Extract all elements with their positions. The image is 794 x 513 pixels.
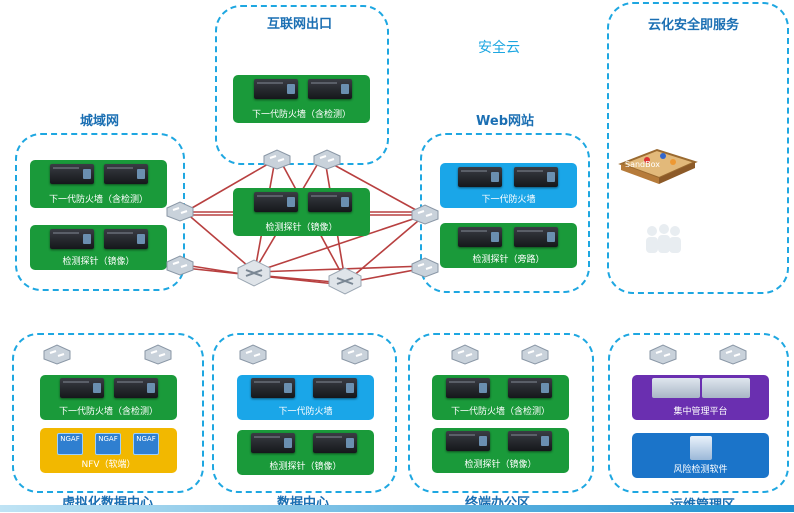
zone-data-center	[212, 333, 397, 493]
panel-label: 检测探针（镜像）	[265, 223, 338, 233]
server-icon	[702, 378, 750, 398]
panel-ngfw-detect-metro[interactable]: 下一代防火墙（含检测）	[30, 160, 167, 208]
switch-icon	[143, 343, 173, 365]
link-line	[254, 214, 426, 273]
probe-device-icon	[458, 227, 502, 247]
probe-device-icon	[308, 192, 352, 212]
switch-icon	[450, 343, 480, 365]
router-icon	[236, 258, 272, 288]
firewall-device-icon	[308, 79, 352, 99]
switch-icon	[520, 343, 550, 365]
router-icon	[327, 266, 363, 296]
firewall-device-icon	[313, 378, 357, 398]
switch-icon	[340, 343, 370, 365]
panel-central-mgmt[interactable]: 集中管理平台	[632, 375, 769, 420]
panel-probe-mirror-dc[interactable]: 检测探针（镜像）	[237, 430, 374, 475]
panel-label: 检测探针（镜像）	[269, 462, 342, 472]
panel-label: NFV（软端）	[81, 460, 136, 470]
link-line	[254, 265, 426, 273]
switch-icon	[312, 148, 342, 170]
server-icon	[652, 378, 700, 398]
panel-ngfw-detect-branch[interactable]: 下一代防火墙（含检测）	[432, 375, 569, 420]
panel-label: 下一代防火墙（含检测）	[58, 407, 158, 417]
software-box-icon	[690, 436, 712, 460]
firewall-device-icon	[458, 167, 502, 187]
ngaf-icon: NGAF	[133, 433, 159, 455]
firewall-device-icon	[251, 378, 295, 398]
panel-label: 检测探针（镜像）	[62, 257, 135, 267]
panel-probe-mirror-branch[interactable]: 检测探针（镜像）	[432, 428, 569, 473]
probe-device-icon	[254, 192, 298, 212]
panel-label: 检测探针（镜像）	[464, 460, 537, 470]
link-line	[344, 214, 426, 284]
panel-probe-mirror-center[interactable]: 检测探针（镜像）	[233, 188, 370, 236]
panel-ngfw-detect-vdc[interactable]: 下一代防火墙（含检测）	[40, 375, 177, 420]
probe-device-icon	[251, 433, 295, 453]
panel-risk-software[interactable]: 风险检测软件	[632, 433, 769, 478]
switch-icon	[648, 343, 678, 365]
switch-icon	[42, 343, 72, 365]
zone-title-internet-exit: 互联网出口	[267, 17, 333, 32]
zone-web-site	[420, 133, 590, 293]
panel-probe-mirror-metro[interactable]: 检测探针（镜像）	[30, 225, 167, 270]
users-icon	[640, 222, 684, 256]
zone-internet-exit	[215, 5, 389, 165]
probe-device-icon	[313, 433, 357, 453]
firewall-device-icon	[104, 164, 148, 184]
firewall-device-icon	[114, 378, 158, 398]
panel-probe-bypass-web[interactable]: 检测探针（旁路）	[440, 223, 577, 268]
probe-device-icon	[514, 227, 558, 247]
panel-label: 下一代防火墙（含检测）	[48, 195, 148, 205]
probe-device-icon	[446, 431, 490, 451]
panel-label: 下一代防火墙（含检测）	[251, 110, 351, 120]
firewall-device-icon	[50, 164, 94, 184]
switch-icon	[238, 343, 268, 365]
sandbox-icon	[617, 140, 699, 186]
zone-virtual-dc	[12, 333, 204, 493]
ngaf-icon: NGAF	[57, 433, 83, 455]
panel-label: 下一代防火墙	[278, 407, 333, 417]
zone-cloud-service	[607, 2, 789, 294]
panel-label: 检测探针（旁路）	[472, 255, 545, 265]
firewall-device-icon	[254, 79, 298, 99]
link-line	[184, 211, 256, 273]
probe-device-icon	[104, 229, 148, 249]
panel-label: 下一代防火墙（含检测）	[450, 407, 550, 417]
probe-device-icon	[50, 229, 94, 249]
zone-branch-office	[408, 333, 594, 493]
firewall-device-icon	[446, 378, 490, 398]
bottom-band	[0, 505, 794, 512]
panel-label: 风险检测软件	[673, 465, 728, 475]
zone-title-cloud-service: 云化安全即服务	[648, 18, 740, 33]
firewall-device-icon	[60, 378, 104, 398]
switch-icon	[410, 203, 440, 225]
switch-icon	[165, 254, 195, 276]
panel-label: 集中管理平台	[673, 407, 728, 417]
security-cloud-title: 安全云	[478, 40, 520, 56]
panel-ngfw-detect-internet[interactable]: 下一代防火墙（含检测）	[233, 75, 370, 123]
panel-ngfw-web[interactable]: 下一代防火墙	[440, 163, 577, 208]
zone-title-metro-net: 城域网	[80, 114, 120, 129]
link-line	[324, 159, 426, 216]
zone-ops	[608, 333, 789, 493]
panel-ngfw-dc[interactable]: 下一代防火墙	[237, 375, 374, 420]
ngaf-icon: NGAF	[95, 433, 121, 455]
switch-icon	[262, 148, 292, 170]
link-line	[184, 159, 276, 213]
firewall-device-icon	[514, 167, 558, 187]
zone-title-web-site: Web网站	[476, 114, 534, 129]
panel-nfv-vdc[interactable]: NGAF NGAF NGAF NFV（软端）	[40, 428, 177, 473]
panel-label: 下一代防火墙	[481, 195, 536, 205]
switch-icon	[718, 343, 748, 365]
sandbox-label: SandBox	[625, 160, 660, 169]
switch-icon	[410, 256, 440, 278]
firewall-device-icon	[508, 378, 552, 398]
probe-device-icon	[508, 431, 552, 451]
switch-icon	[165, 200, 195, 222]
